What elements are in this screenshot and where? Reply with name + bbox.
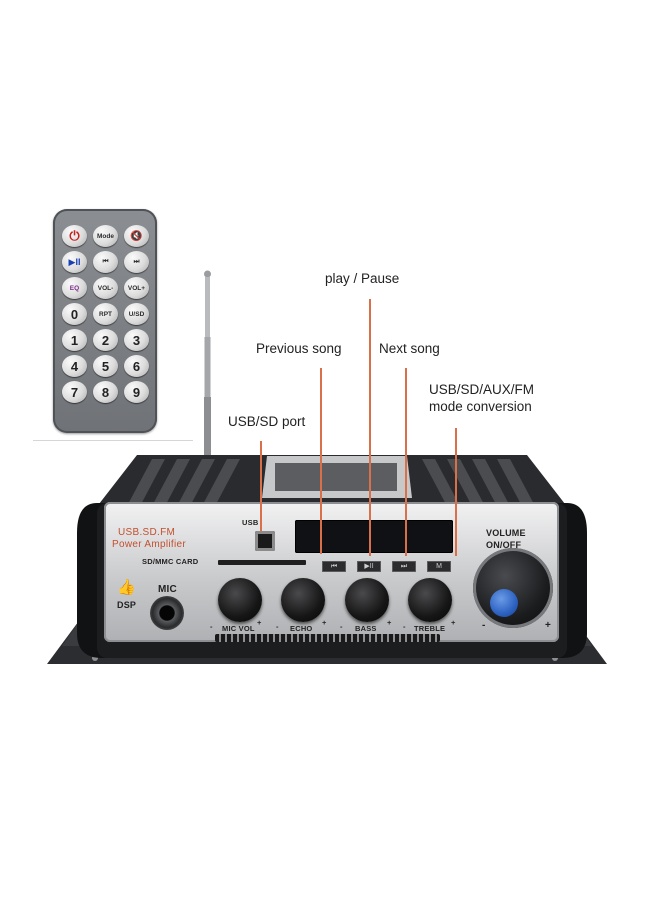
- bass-minus: -: [340, 622, 343, 631]
- mode-button[interactable]: Mode: [93, 225, 118, 247]
- next-song-callout: Next song: [379, 341, 440, 356]
- usb-sd-port-pointer: [260, 441, 262, 531]
- bass-label: BASS: [355, 624, 377, 633]
- speaker-grille: [215, 634, 440, 642]
- brand-line1: USB.SD.FM: [118, 527, 176, 538]
- remote-number-1[interactable]: 1: [62, 329, 87, 351]
- mode-button[interactable]: M: [427, 561, 451, 572]
- mic-vol-label: MIC VOL: [222, 624, 255, 633]
- mode-conversion-pointer: [455, 428, 457, 556]
- usb-port[interactable]: [255, 531, 275, 551]
- previous-song-callout: Previous song: [256, 341, 342, 356]
- echo-label: ECHO: [290, 624, 313, 633]
- usb-label: USB: [242, 518, 259, 527]
- mic-vol-minus: -: [210, 622, 213, 631]
- volume-label: VOLUME: [486, 528, 526, 538]
- bass-knob[interactable]: [345, 578, 389, 622]
- remote-number-6[interactable]: 6: [124, 355, 149, 377]
- usb-sd-port-callout: USB/SD port: [228, 414, 306, 429]
- mic-vol-plus: +: [257, 618, 262, 627]
- treble-label: TREBLE: [414, 624, 446, 633]
- dsp-label: DSP: [117, 600, 137, 610]
- antenna: [204, 270, 211, 460]
- next-icon[interactable]: ⏭: [124, 251, 149, 273]
- remote-number-9[interactable]: 9: [124, 381, 149, 403]
- play-pause-callout: play / Pause: [325, 271, 400, 286]
- repeat-button[interactable]: RPT: [93, 303, 118, 325]
- echo-plus: +: [322, 618, 327, 627]
- mode-conversion-callout-line1: USB/SD/AUX/FM: [429, 382, 535, 397]
- sd-card-slot[interactable]: [218, 560, 306, 565]
- mic-vol-knob[interactable]: [218, 578, 262, 622]
- volume-down-button[interactable]: VOL-: [93, 277, 118, 299]
- previous-icon[interactable]: ⏮: [93, 251, 118, 273]
- previous-song-pointer: [320, 368, 322, 554]
- on-off-label: ON/OFF: [486, 540, 522, 550]
- volume-up-button[interactable]: VOL+: [124, 277, 149, 299]
- next-song-pointer: [405, 368, 407, 556]
- brand-line2: Power Amplifier: [112, 539, 186, 550]
- mic-jack[interactable]: [150, 596, 184, 630]
- mute-icon[interactable]: 🔇: [124, 225, 149, 247]
- remote-number-5[interactable]: 5: [93, 355, 118, 377]
- remote-number-8[interactable]: 8: [93, 381, 118, 403]
- echo-minus: -: [276, 622, 279, 631]
- remote-number-7[interactable]: 7: [62, 381, 87, 403]
- remote-number-3[interactable]: 3: [124, 329, 149, 351]
- usb-sd-button[interactable]: U/SD: [124, 303, 149, 325]
- eq-button[interactable]: EQ: [62, 277, 87, 299]
- volume-minus: -: [482, 620, 486, 631]
- remote-number-2[interactable]: 2: [93, 329, 118, 351]
- treble-knob[interactable]: [408, 578, 452, 622]
- led-display: [295, 520, 453, 553]
- echo-knob[interactable]: [281, 578, 325, 622]
- volume-knob[interactable]: [490, 589, 518, 617]
- play-pause-pointer: [369, 299, 371, 556]
- divider-line: [33, 440, 193, 441]
- previous-song-button[interactable]: ⏮: [322, 561, 346, 572]
- treble-plus: +: [451, 618, 456, 627]
- play-pause-button[interactable]: ▶II: [357, 561, 381, 572]
- volume-knob-ring[interactable]: [473, 548, 553, 628]
- bass-plus: +: [387, 618, 392, 627]
- remote-number-4[interactable]: 4: [62, 355, 87, 377]
- power-icon[interactable]: ⏻: [62, 225, 87, 247]
- remote-number-0[interactable]: 0: [62, 303, 87, 325]
- next-song-button[interactable]: ⏭: [392, 561, 416, 572]
- treble-minus: -: [403, 622, 406, 631]
- mode-conversion-callout-line2: mode conversion: [429, 399, 532, 414]
- dsp-icon: 👍: [117, 579, 136, 596]
- sd-card-label: SD/MMC CARD: [142, 557, 199, 566]
- mic-label: MIC: [158, 584, 177, 595]
- play-pause-icon[interactable]: ▶II: [62, 251, 87, 273]
- volume-plus: +: [545, 620, 552, 631]
